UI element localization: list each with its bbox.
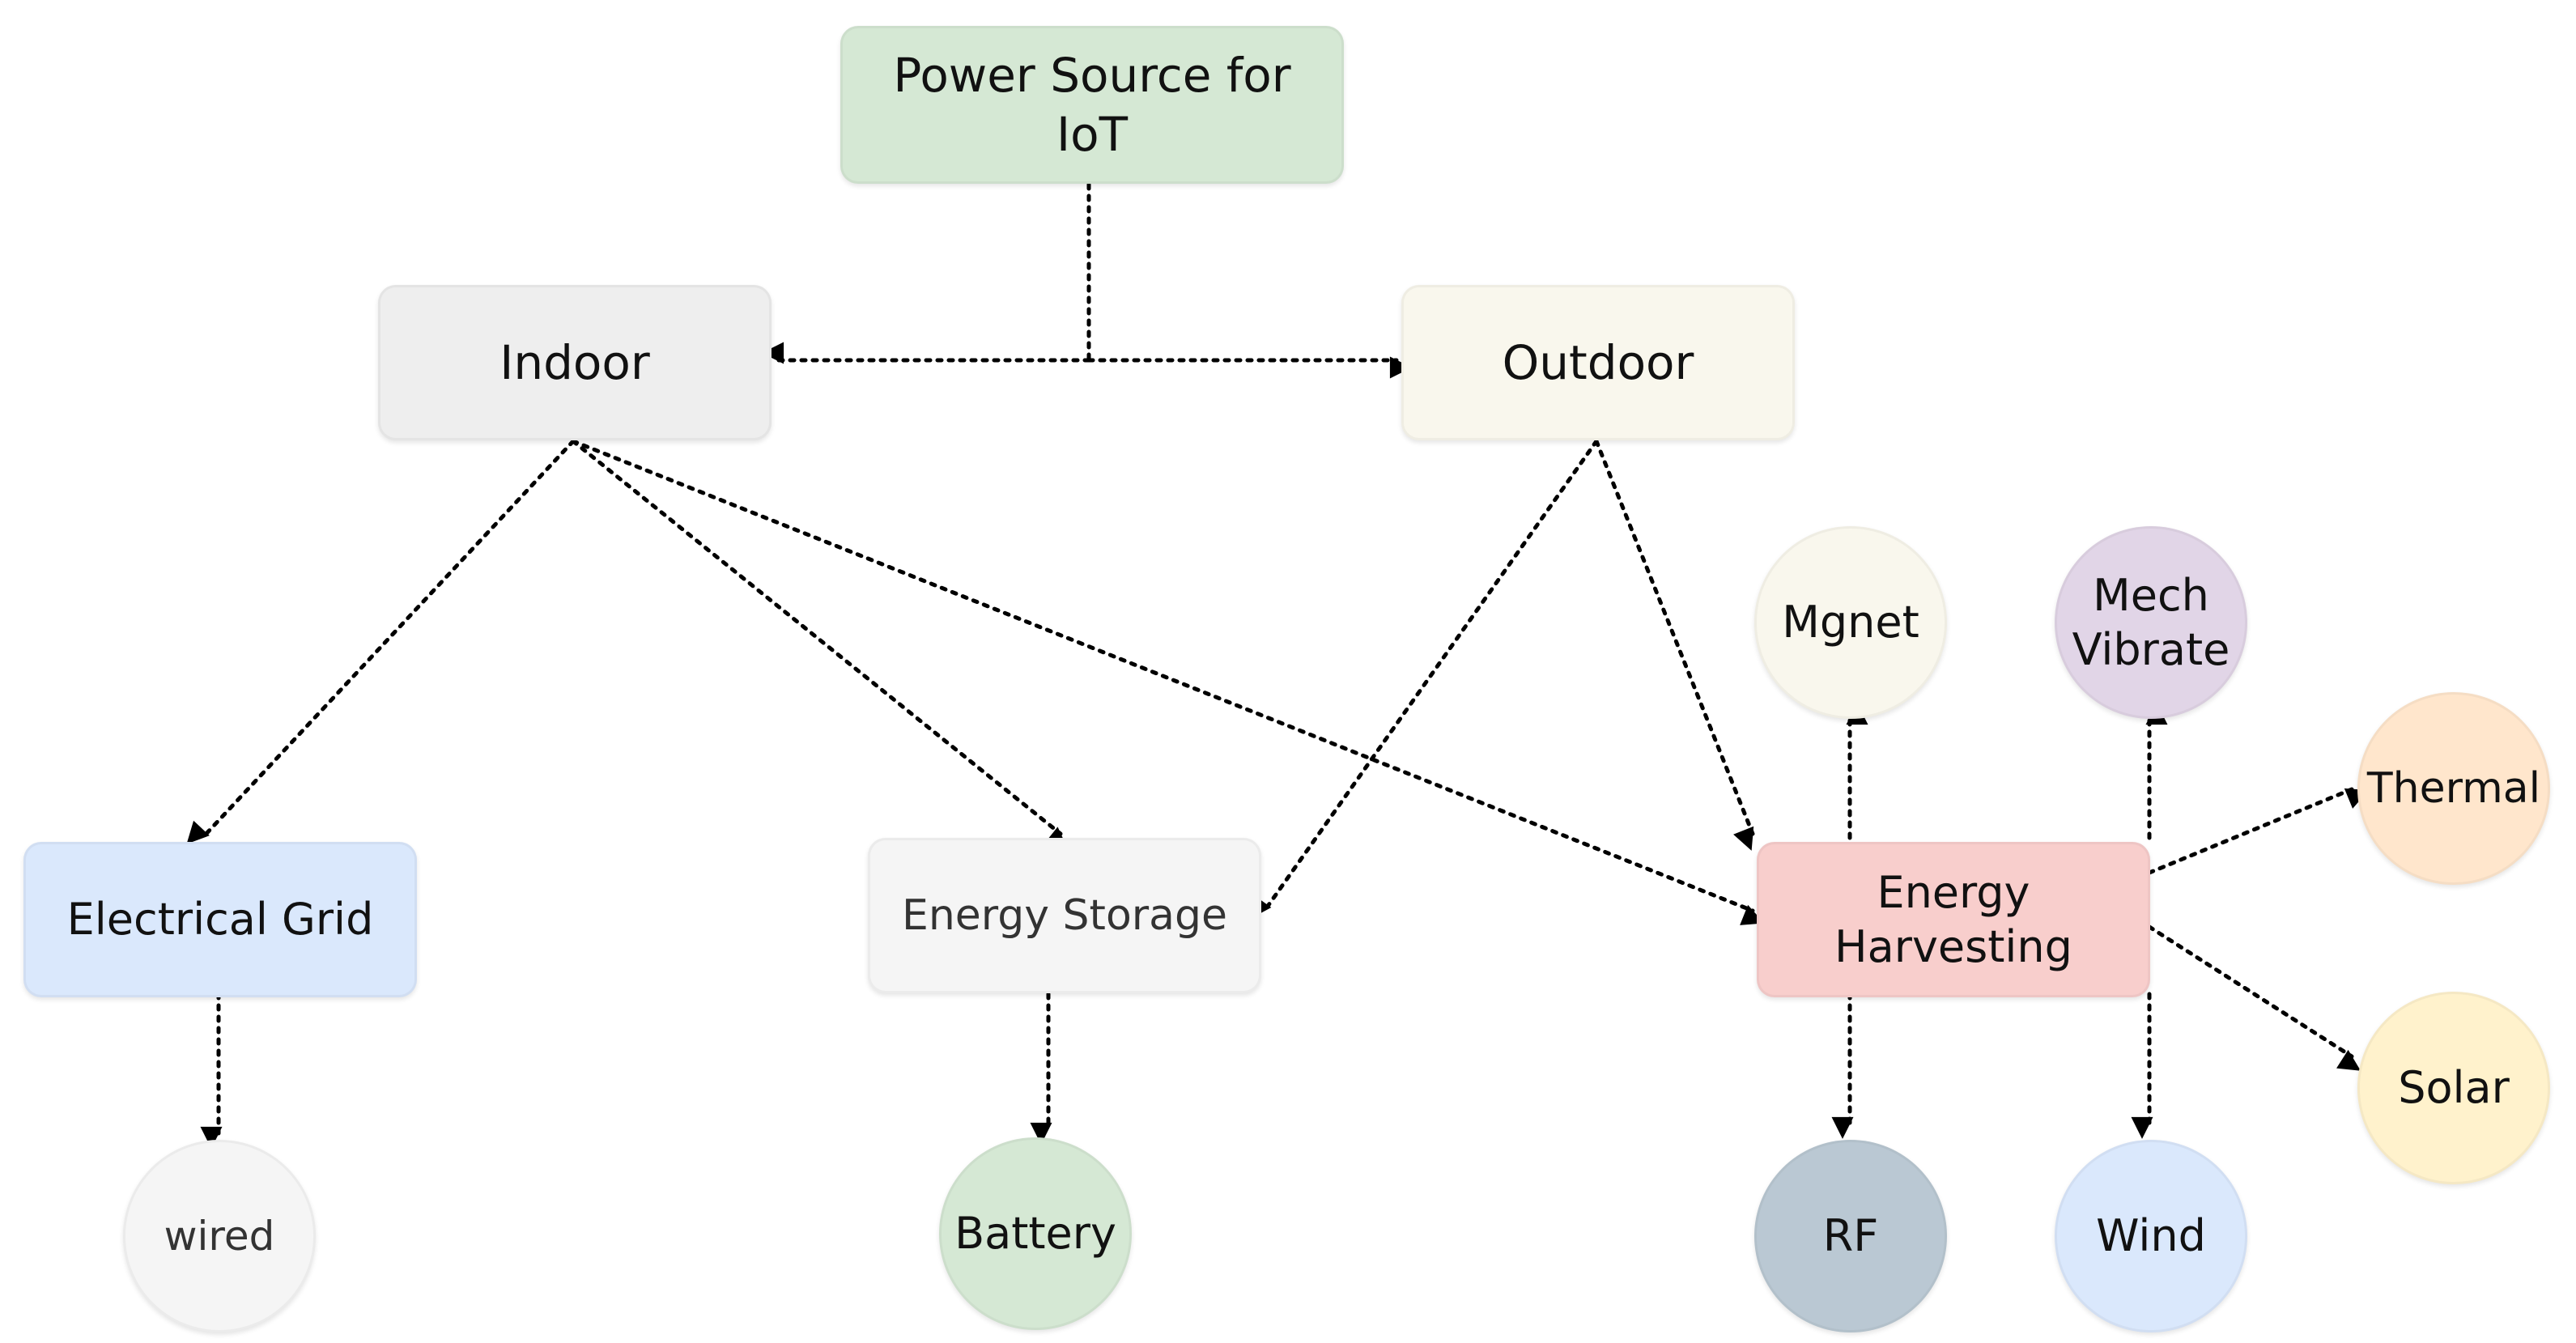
thermal-node[interactable]: Thermal — [2357, 692, 2550, 885]
edge-outdoor-to-energy-harvesting — [1594, 439, 1755, 851]
edge-indoor-to-electrical-grid — [186, 439, 576, 844]
energy-harvesting-node[interactable]: Energy Harvesting — [1757, 842, 2150, 997]
power-source-node[interactable]: Power Source for IoT — [840, 26, 1344, 184]
outdoor-node[interactable]: Outdoor — [1401, 285, 1795, 440]
wired-node[interactable]: wired — [123, 1140, 316, 1332]
rf-node[interactable]: RF — [1754, 1140, 1947, 1332]
mgnet-node[interactable]: Mgnet — [1754, 526, 1947, 719]
edge-indoor-to-energy-harvesting — [571, 439, 1765, 925]
electrical-grid-node[interactable]: Electrical Grid — [23, 842, 417, 997]
indoor-node[interactable]: Indoor — [378, 285, 772, 440]
energy-storage-node[interactable]: Energy Storage — [868, 838, 1261, 993]
mech-vibrate-node[interactable]: Mech Vibrate — [2055, 526, 2247, 719]
wind-node[interactable]: Wind — [2055, 1140, 2247, 1332]
solar-node[interactable]: Solar — [2357, 992, 2550, 1184]
battery-node[interactable]: Battery — [939, 1137, 1132, 1330]
edge-energy-harvesting-to-thermal — [2147, 787, 2369, 875]
edge-indoor-to-energy-storage — [571, 439, 1069, 849]
edge-energy-harvesting-to-solar — [2147, 924, 2361, 1071]
edge-outdoor-to-energy-storage — [1249, 439, 1599, 920]
